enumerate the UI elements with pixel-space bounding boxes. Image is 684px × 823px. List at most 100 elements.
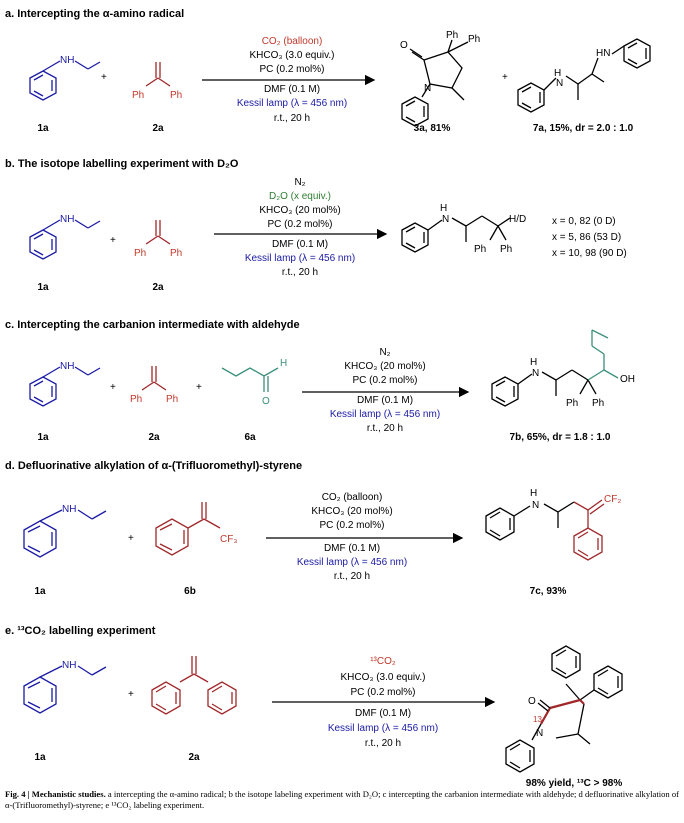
label-c-6a: 6a (244, 432, 256, 443)
structure-1a (29, 60, 101, 101)
label-e-product: 98% yield, ¹³C > 98% (526, 778, 623, 789)
figure-caption: Fig. 4 | Mechanistic studies. a intercep… (5, 789, 681, 811)
structure-7c (485, 501, 575, 541)
reagent-d-3: DMF (0.1 M) (324, 543, 380, 554)
o-label: O (528, 696, 536, 707)
h-label: H (530, 357, 537, 368)
structure-6b (155, 502, 221, 556)
structure-6a (221, 367, 279, 392)
label-e-2a: 2a (188, 752, 200, 763)
label-d-6b: 6b (184, 586, 196, 597)
label-e-1a: 1a (34, 752, 46, 763)
c13-label: 13 (533, 715, 542, 724)
caption-title: Fig. 4 | Mechanistic studies. (5, 789, 106, 799)
reagent-d-5: r.t., 20 h (334, 571, 370, 582)
label-a-2a: 2a (152, 123, 164, 134)
n-label: N (556, 78, 563, 89)
structure-1a (23, 509, 107, 558)
ph-label: Ph (132, 90, 144, 101)
reagent-e-1: KHCO₃ (3.0 equiv.) (340, 672, 425, 683)
reagent-d-2: PC (0.2 mol%) (319, 520, 384, 531)
result-b-1: x = 5, 86 (53 D) (552, 232, 621, 243)
cf2-label: CF₂ (604, 494, 621, 505)
reagent-b-2: KHCO₃ (20 mol%) (259, 205, 340, 216)
reagent-b-6: r.t., 20 h (282, 267, 318, 278)
reagent-a-3: DMF (0.1 M) (264, 84, 320, 95)
label-c-7b: 7b, 65%, dr = 1.8 : 1.0 (510, 432, 611, 443)
label-a-7a: 7a, 15%, dr = 2.0 : 1.0 (533, 123, 634, 134)
h-label: H (440, 203, 447, 214)
labelled-carbonyl (540, 698, 585, 725)
n-label: N (442, 214, 449, 225)
panel-e-heading: e. ¹³CO₂ labelling experiment (5, 625, 156, 637)
nh-label: NH (60, 214, 74, 225)
label-c-2a: 2a (148, 432, 160, 443)
ph-label: Ph (130, 394, 142, 405)
o-label: O (400, 40, 408, 51)
reagent-e-2: PC (0.2 mol%) (350, 687, 415, 698)
reagent-c-5: r.t., 20 h (367, 423, 403, 434)
structure-7b-side-chain (587, 329, 619, 381)
nh-label: NH (60, 55, 74, 66)
reagent-d-1: KHCO₃ (20 mol%) (311, 506, 392, 517)
structure-1a (29, 219, 101, 260)
oh-label: OH (620, 374, 635, 385)
o-label: O (262, 396, 270, 407)
plus-sign: + (128, 533, 134, 544)
structure-2a (145, 62, 171, 87)
ph-label: Ph (170, 90, 182, 101)
reagent-e-3: DMF (0.1 M) (355, 708, 411, 719)
reagent-a-0: CO₂ (balloon) (262, 36, 323, 47)
h-label: H (280, 358, 287, 369)
caption-text: a intercepting the α-amino radical; b th… (5, 789, 680, 810)
structure-3a (401, 39, 469, 127)
structure-7a (517, 38, 651, 113)
n-label: N (536, 728, 543, 739)
label-c-1a: 1a (37, 432, 49, 443)
reagent-e-5: r.t., 20 h (365, 738, 401, 749)
n-label: N (532, 500, 539, 511)
nh-label: NH (60, 361, 74, 372)
ph-label: Ph (592, 398, 604, 409)
plus-sign: + (196, 382, 202, 393)
panel-b-heading: b. The isotope labelling experiment with… (5, 158, 239, 170)
structure-1a (29, 366, 101, 407)
plus-sign: + (110, 382, 116, 393)
reagent-a-1: KHCO₃ (3.0 equiv.) (249, 50, 334, 61)
structure-1a (23, 665, 107, 714)
label-a-1a: 1a (37, 123, 49, 134)
nh-label: NH (62, 504, 76, 515)
ph-label: Ph (566, 398, 578, 409)
h-label: H (554, 68, 561, 79)
reagent-b-1: D₂O (x equiv.) (269, 191, 331, 202)
label-b-2a: 2a (152, 282, 164, 293)
structure-2a (141, 366, 167, 391)
reagent-b-4: DMF (0.1 M) (272, 239, 328, 250)
panel-d-heading: d. Defluorinative alkylation of α-(Trifl… (5, 460, 302, 472)
panel-a-heading: a. Intercepting the α-amino radical (5, 8, 184, 20)
reagent-a-5: r.t., 20 h (274, 113, 310, 124)
panel-c-heading: c. Intercepting the carbanion intermedia… (5, 319, 300, 331)
reagent-b-5: Kessil lamp (λ = 456 nm) (245, 253, 355, 264)
structure-d-product (401, 215, 511, 253)
reagent-a-4: Kessil lamp (λ = 456 nm) (237, 98, 347, 109)
ph-label: Ph (170, 248, 182, 259)
reagent-b-0: N₂ (294, 177, 305, 188)
carbonyl-bond (537, 699, 551, 712)
label-d-1a: 1a (34, 586, 46, 597)
result-b-0: x = 0, 82 (0 D) (552, 216, 616, 227)
plus-sign: + (128, 689, 134, 700)
structure-3a-13c (505, 645, 623, 773)
ph-label: Ph (474, 244, 486, 255)
reagent-b-3: PC (0.2 mol%) (267, 219, 332, 230)
structure-2a (145, 220, 171, 245)
plus-sign: + (110, 235, 116, 246)
ph-label: Ph (468, 34, 480, 45)
reagent-a-2: PC (0.2 mol%) (259, 64, 324, 75)
reagent-d-4: Kessil lamp (λ = 456 nm) (297, 557, 407, 568)
n-label: N (532, 368, 539, 379)
reagent-c-4: Kessil lamp (λ = 456 nm) (330, 409, 440, 420)
label-a-3a: 3a, 81% (414, 123, 451, 134)
result-b-2: x = 10, 98 (90 D) (552, 248, 627, 259)
plus-sign: + (502, 72, 508, 83)
